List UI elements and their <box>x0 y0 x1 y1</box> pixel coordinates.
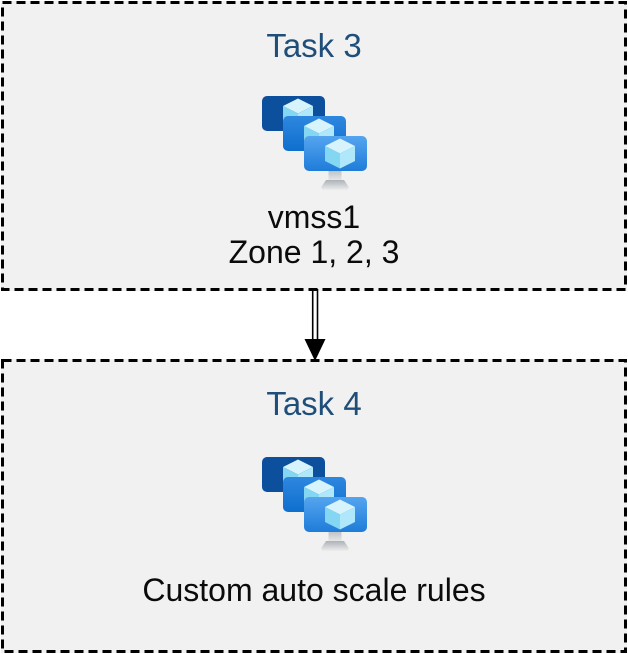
task4-title: Task 4 <box>266 385 362 422</box>
task3-labels: vmss1 Zone 1, 2, 3 <box>229 200 400 270</box>
vm-scale-sets-icon <box>261 96 367 191</box>
task4-box: Task 4 <box>1 359 627 653</box>
autoscale-label: Custom auto scale rules <box>142 572 486 608</box>
vmss-name-label: vmss1 <box>267 199 361 235</box>
down-arrow <box>304 289 326 361</box>
task4-labels: Custom auto scale rules <box>142 573 485 608</box>
zone-label: Zone 1, 2, 3 <box>228 234 400 270</box>
task3-box: Task 3 <box>1 1 627 291</box>
task3-title: Task 3 <box>266 27 362 64</box>
vm-scale-sets-icon <box>261 457 367 552</box>
